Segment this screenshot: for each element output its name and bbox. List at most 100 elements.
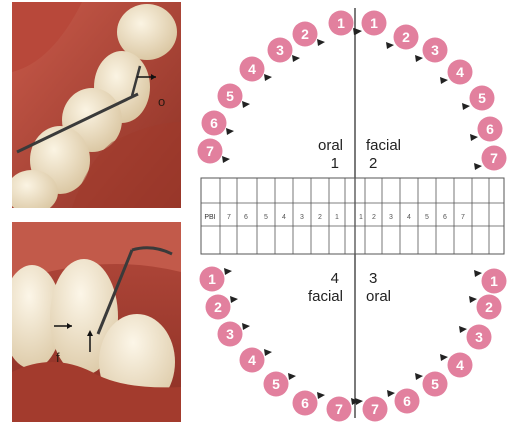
q4-number-label: 4 <box>331 270 339 287</box>
tooth-number: 4 <box>456 357 464 373</box>
tooth-q1-4: 4 <box>240 57 273 82</box>
tooth-number: 5 <box>226 88 234 104</box>
tooth-q4-1: 1 <box>200 267 233 292</box>
bleeding-site-marker <box>242 323 250 330</box>
grid-number-left: 7 <box>227 214 231 221</box>
bleeding-site-marker <box>222 156 230 163</box>
bleeding-site-marker <box>469 296 477 303</box>
tooth-q3-1: 1 <box>474 269 507 294</box>
grid-number-right: 7 <box>461 214 465 221</box>
bleeding-site-marker <box>459 326 467 333</box>
tooth-number: 7 <box>206 143 214 159</box>
pbi-label: PBI <box>204 214 215 221</box>
tooth-number: 3 <box>276 42 284 58</box>
tooth-number: 3 <box>475 329 483 345</box>
bleeding-site-marker <box>230 296 238 303</box>
tooth-number: 5 <box>272 376 280 392</box>
tooth-q3-4: 4 <box>440 353 473 378</box>
tooth-q3-5: 5 <box>415 372 448 397</box>
probing-photo-oral: o <box>12 2 181 208</box>
tooth-q3-6: 6 <box>387 389 420 414</box>
tooth-number: 4 <box>456 64 464 80</box>
tooth-q2-3: 3 <box>415 38 448 63</box>
tooth-q4-3: 3 <box>218 322 251 347</box>
q4-surface-label: facial <box>308 288 343 305</box>
q3-surface-label: oral <box>366 288 391 305</box>
tooth-q2-7: 7 <box>474 146 507 171</box>
q2-surface-label: facial <box>366 137 401 154</box>
tooth-number: 6 <box>486 121 494 137</box>
bleeding-site-marker <box>292 55 300 62</box>
bleeding-site-marker <box>224 268 232 275</box>
tooth-number: 3 <box>431 42 439 58</box>
tooth-number: 1 <box>337 15 345 31</box>
tooth-number: 6 <box>301 395 309 411</box>
tooth-number: 2 <box>402 29 410 45</box>
tooth-number: 2 <box>214 299 222 315</box>
grid-number-left: 2 <box>318 214 322 221</box>
bleeding-site-marker <box>317 392 325 399</box>
pbi-grid: PBI 7 6 5 4 3 2 1 1 2 3 4 5 6 7 <box>201 178 504 254</box>
bleeding-site-marker <box>415 373 423 380</box>
bleeding-site-marker <box>470 134 478 141</box>
tooth-number: 2 <box>301 26 309 42</box>
tooth-q1-7: 7 <box>198 139 231 164</box>
tooth-number: 1 <box>208 271 216 287</box>
grid-number-left: 5 <box>264 214 268 221</box>
tooth-q2-4: 4 <box>440 60 473 85</box>
tooth-number: 3 <box>226 326 234 342</box>
grid-number-right: 6 <box>443 214 447 221</box>
bleeding-site-marker <box>440 77 448 84</box>
grid-number-left: 1 <box>335 214 339 221</box>
tooth-q3-3: 3 <box>459 325 492 350</box>
bleeding-site-marker <box>387 390 395 397</box>
tooth-q2-2: 2 <box>386 25 419 50</box>
q2-number-label: 2 <box>369 155 377 172</box>
grid-number-left: 4 <box>282 214 286 221</box>
grid-number-right: 4 <box>407 214 411 221</box>
tooth-number: 1 <box>370 15 378 31</box>
tooth-number: 7 <box>335 401 343 417</box>
tooth-q1-6: 6 <box>202 111 235 136</box>
bleeding-site-marker <box>474 270 482 277</box>
grid-number-left: 3 <box>300 214 304 221</box>
q1-surface-label: oral <box>318 137 343 154</box>
tooth-q1-5: 5 <box>218 84 251 109</box>
tooth-q1-2: 2 <box>293 22 326 47</box>
bleeding-site-marker <box>474 163 482 170</box>
tooth-q4-7: 7 <box>327 397 360 422</box>
bleeding-site-marker <box>226 128 234 135</box>
tooth-number: 7 <box>490 150 498 166</box>
tooth-q4-5: 5 <box>264 372 297 397</box>
tooth-q3-7: 7 <box>355 397 388 422</box>
tooth-q2-6: 6 <box>470 117 503 142</box>
tooth-number: 7 <box>371 401 379 417</box>
tooth-q2-1: 1 <box>354 11 387 36</box>
tooth-number: 6 <box>403 393 411 409</box>
tooth-number: 4 <box>248 61 256 77</box>
grid-number-right: 2 <box>372 214 376 221</box>
grid-number-left: 6 <box>244 214 248 221</box>
grid-number-right: 3 <box>389 214 393 221</box>
tooth-number: 1 <box>490 273 498 289</box>
tooth-q3-2: 2 <box>469 295 502 320</box>
bleeding-site-marker <box>288 373 296 380</box>
tooth-number: 4 <box>248 352 256 368</box>
bleeding-site-marker <box>462 103 470 110</box>
probing-photo-facial: f <box>12 222 181 422</box>
tooth-number: 2 <box>485 299 493 315</box>
bleeding-site-marker <box>264 74 272 81</box>
q3-number-label: 3 <box>369 270 377 287</box>
tooth-q4-2: 2 <box>206 295 239 320</box>
tooth-number: 6 <box>210 115 218 131</box>
grid-number-right: 1 <box>359 214 363 221</box>
bleeding-site-marker <box>354 28 362 35</box>
bleeding-site-marker <box>440 354 448 361</box>
q1-number-label: 1 <box>331 155 339 172</box>
tooth-q4-6: 6 <box>293 391 326 416</box>
bleeding-site-marker <box>242 101 250 108</box>
bleeding-site-marker <box>355 398 363 405</box>
grid-number-right: 5 <box>425 214 429 221</box>
bleeding-site-marker <box>264 349 272 356</box>
